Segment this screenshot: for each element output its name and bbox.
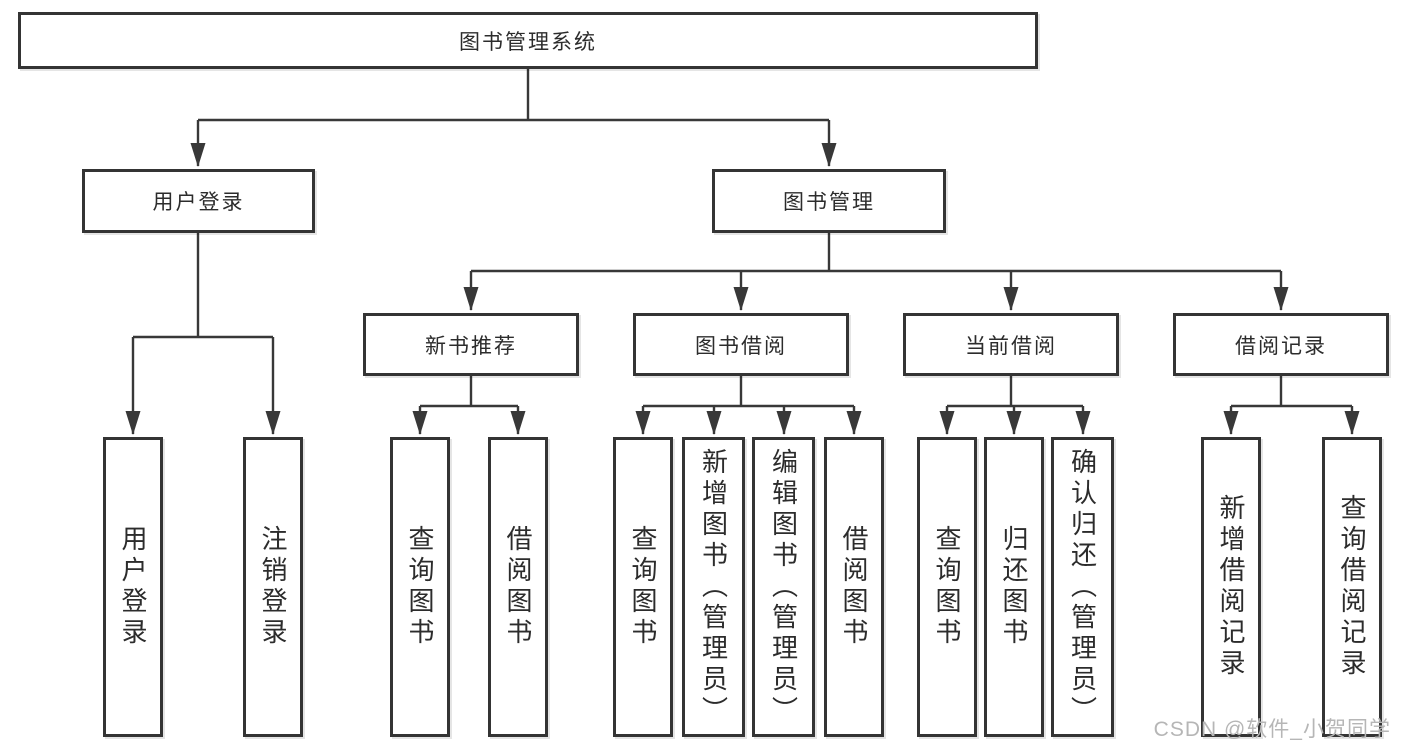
- node-label: 借阅图书: [503, 525, 533, 649]
- csdn-watermark: CSDN @软件_小贺同学: [1153, 718, 1391, 741]
- node-label: 图书借阅: [695, 334, 787, 358]
- node-borrow-records: 借阅记录: [1173, 313, 1389, 376]
- leaf-current-return-books: 归还图书: [984, 437, 1044, 737]
- node-label: 确认归还（管理员）: [1067, 447, 1098, 727]
- node-label: 归还图书: [999, 525, 1029, 649]
- leaf-borrowing-edit-books-admin: 编辑图书（管理员）: [752, 437, 815, 737]
- leaf-current-confirm-return-admin: 确认归还（管理员）: [1051, 437, 1114, 737]
- node-library-system: 图书管理系统: [18, 12, 1038, 69]
- node-label: 图书管理: [783, 191, 875, 214]
- node-label: 用户登录: [118, 525, 148, 649]
- leaf-user-login: 用户登录: [103, 437, 163, 737]
- node-label: 编辑图书（管理员）: [768, 447, 799, 727]
- leaf-current-query-books: 查询图书: [917, 437, 977, 737]
- node-label: 查询借阅记录: [1337, 494, 1367, 680]
- node-book-borrowing: 图书借阅: [633, 313, 849, 376]
- leaf-borrowing-query-books: 查询图书: [613, 437, 673, 737]
- node-label: 新增图书（管理员）: [698, 447, 729, 727]
- leaf-borrowing-add-books-admin: 新增图书（管理员）: [682, 437, 745, 737]
- leaf-records-query-record: 查询借阅记录: [1322, 437, 1382, 737]
- node-label: 新书推荐: [425, 334, 517, 358]
- leaf-recommend-query-books: 查询图书: [390, 437, 450, 737]
- node-label: 注销登录: [258, 525, 288, 649]
- leaf-recommend-borrow-books: 借阅图书: [488, 437, 548, 737]
- node-label: 图书管理系统: [459, 30, 597, 54]
- node-current-borrowing: 当前借阅: [903, 313, 1119, 376]
- leaf-logout-login: 注销登录: [243, 437, 303, 737]
- node-label: 新增借阅记录: [1216, 494, 1246, 680]
- node-new-book-recommend: 新书推荐: [363, 313, 579, 376]
- node-label: 查询图书: [405, 525, 435, 649]
- node-label: 借阅图书: [839, 525, 869, 649]
- node-user-login: 用户登录: [82, 169, 315, 233]
- node-label: 查询图书: [932, 525, 962, 649]
- node-label: 查询图书: [628, 525, 658, 649]
- node-book-management: 图书管理: [712, 169, 946, 233]
- leaf-borrowing-borrow-books: 借阅图书: [824, 437, 884, 737]
- node-label: 用户登录: [152, 191, 245, 214]
- node-label: 借阅记录: [1235, 334, 1327, 358]
- node-label: 当前借阅: [965, 334, 1057, 358]
- leaf-records-add-record: 新增借阅记录: [1201, 437, 1261, 737]
